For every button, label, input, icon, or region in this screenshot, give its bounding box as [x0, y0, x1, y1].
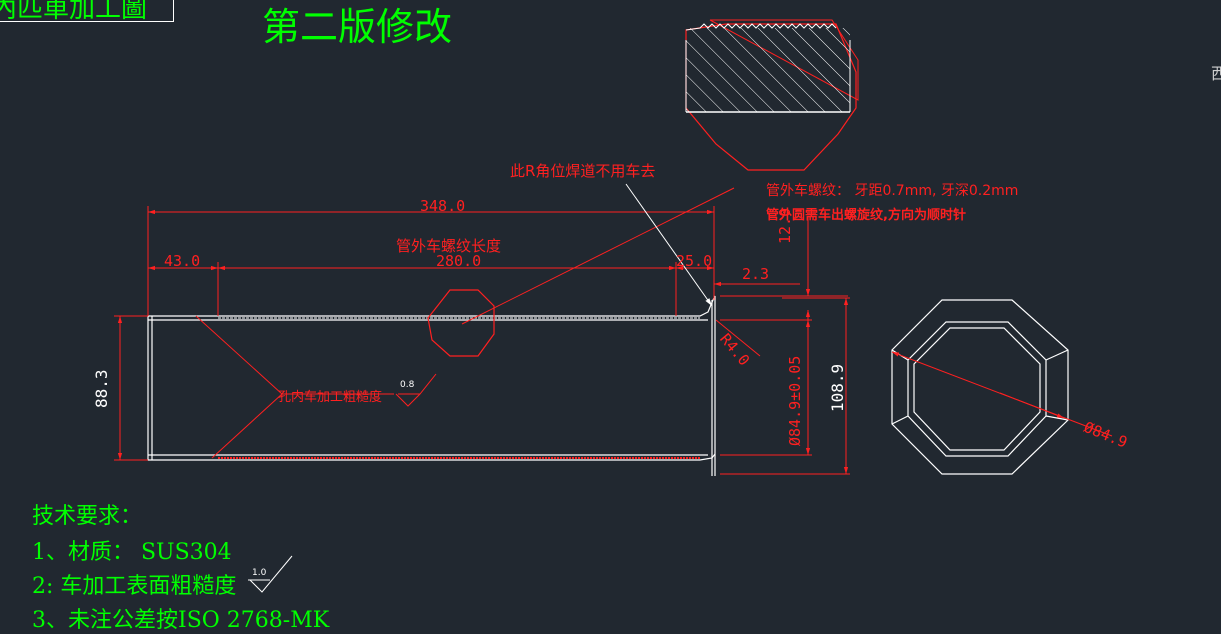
tech-heading: 技术要求：	[32, 504, 143, 529]
title-box: 內匹車加工圖	[0, 0, 174, 24]
dim-thread-segment: 280.0	[436, 252, 482, 270]
tube-profile	[147, 295, 716, 476]
thread-detail-view	[685, 19, 859, 171]
dim-step: 2.3	[742, 265, 770, 283]
tech-item-tolerance: 3、未注公差按ISO 2768-MK	[32, 608, 330, 633]
thread-spec-note: 管外车螺纹： 牙距0.7mm, 牙深0.2mm	[766, 183, 1019, 199]
cut-off-label: 西	[1210, 64, 1221, 83]
dimension-lines	[114, 187, 850, 475]
dim-left-segment: 43.0	[164, 252, 201, 270]
tech-item-roughness: 2: 车加工表面粗糙度	[32, 574, 237, 599]
revision-title: 第二版修改	[262, 5, 453, 49]
end-view-octagon	[891, 299, 1069, 475]
thread-length-label: 管外车螺纹长度	[396, 237, 502, 255]
bore-roughness-value: 0.8	[400, 380, 415, 390]
cad-drawing	[114, 19, 1113, 593]
dim-left-height: 88.3	[92, 369, 111, 408]
dim-overall-length: 348.0	[420, 197, 466, 215]
dim-right-segment: 25.0	[676, 252, 713, 270]
bore-roughness-label: 孔内车加工粗糙度	[278, 390, 383, 405]
title-box-text: 內匹車加工圖	[0, 0, 148, 24]
tech-item-material: 1、材质： SUS304	[32, 540, 232, 565]
dim-flange-height: 12.0	[776, 207, 794, 244]
thread-direction-note: 管外圆需车出螺旋纹,方向为顺时针	[766, 208, 966, 223]
surface-roughness-value: 1.0	[252, 568, 267, 578]
surface-roughness-symbol	[248, 555, 293, 593]
leader-weld-note	[625, 183, 713, 307]
weld-octagon-marker	[427, 289, 495, 357]
dim-outer-height: 108.9	[828, 363, 847, 412]
dim-bore-diameter: Ø84.9±0.05	[786, 355, 804, 446]
octagon-diameter-arrow	[999, 392, 1065, 419]
weld-note: 此R角位焊道不用车去	[510, 162, 656, 180]
